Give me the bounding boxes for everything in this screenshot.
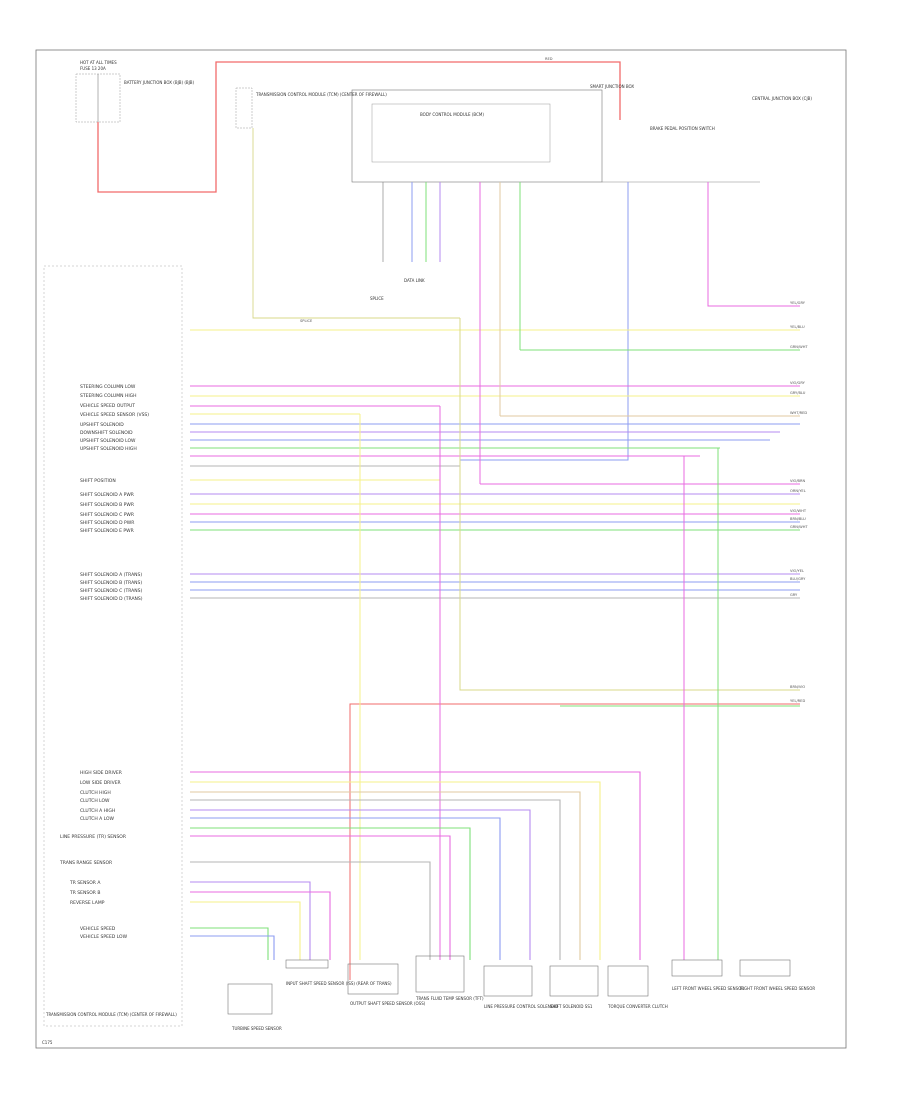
pin-label: SHIFT SOLENOID C (TRANS) [80, 588, 142, 594]
pin-label: SHIFT SOLENOID E PWR [80, 528, 134, 534]
component-label: SHIFT SOLENOID SS1 [550, 1004, 593, 1009]
pin-label: VEHICLE SPEED SENSOR (VSS) [80, 412, 149, 418]
wire-color: BRN/VIO [790, 685, 805, 689]
lower-pin-labels: HIGH SIDE DRIVER LOW SIDE DRIVER CLUTCH … [59, 770, 128, 940]
fuse-box-label: BATTERY JUNCTION BOX (BJB) (BJB) [124, 80, 195, 85]
pin-label: VEHICLE SPEED OUTPUT [80, 403, 135, 409]
wire-bundle-middle [190, 573, 800, 599]
fuse-sub: FUSE 13 20A [80, 66, 106, 71]
pin-label: UPSHIFT SOLENOID LOW [80, 438, 136, 444]
component-label: TURBINE SPEED SENSOR [231, 1026, 282, 1031]
pin-label: UPSHIFT SOLENOID HIGH [80, 446, 137, 452]
pin-label: CLUTCH A LOW [80, 816, 115, 822]
wire-verticals [359, 182, 719, 960]
module-drops: SPLICE DATA LINK [370, 182, 441, 301]
component-label: LEFT FRONT WHEEL SPEED SENSOR [672, 986, 744, 991]
pin-label: STEERING COLUMN LOW [80, 384, 136, 390]
fuse-block: HOT AT ALL TIMES FUSE 13 20A BATTERY JUN… [75, 60, 195, 123]
wire-blue-smart [460, 182, 629, 461]
pin-label: REVERSE LAMP [70, 900, 105, 906]
mid-pin-labels: SHIFT SOLENOID A (TRANS) SHIFT SOLENOID … [80, 572, 143, 602]
wire-color: BLU/GRY [790, 577, 806, 581]
bottom-component-labels: TURBINE SPEED SENSOR INPUT SHAFT SPEED S… [42, 981, 815, 1045]
left-pin-labels: STEERING COLUMN LOW STEERING COLUMN HIGH… [80, 384, 149, 534]
pin-label: VEHICLE SPEED [80, 926, 116, 932]
control-module-box: BODY CONTROL MODULE (BCM) TRANSMISSION C… [235, 84, 812, 183]
component-label: INPUT SHAFT SPEED SENSOR (ISS) (REAR OF … [286, 981, 392, 986]
wire-color: VIO/GRY [790, 381, 806, 385]
pin-label: STEERING COLUMN HIGH [80, 393, 137, 399]
right-color-labels: YEL/GRY YEL/BLU GRN/WHT VIO/GRY GRY/BLU … [790, 301, 808, 703]
brake-switch-label: BRAKE PEDAL POSITION SWITCH [650, 126, 715, 131]
wire-color: WHT/RED [790, 411, 807, 415]
pin-label: VEHICLE SPEED LOW [80, 934, 128, 940]
wire-color: GRY/BLU [790, 391, 806, 395]
bcm-label: BODY CONTROL MODULE (BCM) [420, 112, 484, 117]
pin-label: CLUTCH LOW [80, 798, 110, 804]
pin-label: LOW SIDE DRIVER [80, 780, 121, 786]
wire-color: YEL/RED [790, 699, 805, 703]
bottom-components [227, 955, 791, 1015]
wire-color: YEL/GRY [790, 301, 806, 305]
svg-text:SPLICE: SPLICE [370, 296, 384, 301]
wire-olive-hcm [252, 128, 460, 319]
pin-label: SHIFT SOLENOID A PWR [80, 492, 134, 498]
wire-pink-right [707, 182, 800, 307]
pin-label: SHIFT SOLENOID B PWR [80, 502, 134, 508]
svg-text:DATA LINK: DATA LINK [404, 278, 425, 283]
wire-bundle-upper [190, 329, 800, 531]
wire-color: GRN/WHT [790, 525, 808, 529]
pin-label: UPSHIFT SOLENOID [80, 422, 124, 428]
pin-label: HIGH SIDE DRIVER [80, 770, 122, 776]
right-module-label: CENTRAL JUNCTION BOX (CJB) [752, 96, 812, 101]
svg-text:RED: RED [545, 57, 553, 61]
wire-color: VIO/WHT [790, 509, 807, 513]
pin-label: SHIFT SOLENOID C PWR [80, 512, 134, 518]
gauge-splice: SPLICE [300, 319, 313, 323]
wire-olive-mid [459, 318, 800, 691]
pin-label: SHIFT SOLENOID A (TRANS) [80, 572, 142, 578]
pin-label: DOWNSHIFT SOLENOID [80, 430, 133, 436]
pin-label: TR SENSOR A [69, 880, 101, 886]
connector-block-left [43, 265, 183, 1027]
bottom-note: TRANSMISSION CONTROL MODULE (TCM) (CENTE… [45, 1012, 177, 1017]
pin-label: SHIFT SOLENOID D PWR [80, 520, 134, 526]
wire-color: GRY [790, 593, 798, 597]
pin-label: SHIFT SOLENOID B (TRANS) [80, 580, 142, 586]
wire-color: ORN/YEL [790, 489, 806, 493]
component-label: LINE PRESSURE CONTROL SOLENOID [484, 1004, 558, 1009]
wire-color: BRN/BLU [790, 517, 806, 521]
pin-label: SHIFT POSITION [80, 478, 116, 484]
fuse-title: HOT AT ALL TIMES [80, 60, 117, 65]
wire-color: VIO/BRN [790, 479, 806, 483]
pin-label: TRANS RANGE SENSOR [59, 860, 112, 866]
pin-label: SHIFT SOLENOID D (TRANS) [80, 596, 143, 602]
component-label: TORQUE CONVERTER CLUTCH [607, 1004, 668, 1009]
wire-color: YEL/BLU [790, 325, 805, 329]
wire-bundle-lower [190, 771, 641, 960]
wire-red-power [97, 61, 621, 193]
pin-label: LINE PRESSURE (TR) SENSOR [60, 834, 126, 840]
diagram-frame [35, 49, 847, 1049]
pin-label: TR SENSOR B [69, 890, 100, 896]
wire-color: GRN/WHT [790, 345, 808, 349]
corner-label: C175 [42, 1040, 53, 1045]
component-label: OUTPUT SHAFT SPEED SENSOR (OSS) [350, 1001, 426, 1006]
component-label: RIGHT FRONT WHEEL SPEED SENSOR [740, 986, 815, 991]
hcm-label: TRANSMISSION CONTROL MODULE (TCM) (CENTE… [255, 92, 387, 97]
component-label: TRANS FLUID TEMP SENSOR (TFT) [415, 996, 484, 1001]
pin-label: CLUTCH A HIGH [80, 808, 115, 814]
wire-color: VIO/YEL [790, 569, 804, 573]
pin-label: CLUTCH HIGH [80, 790, 111, 796]
wire-red-mid [349, 703, 800, 980]
smart-junction-label: SMART JUNCTION BOX [590, 84, 634, 89]
